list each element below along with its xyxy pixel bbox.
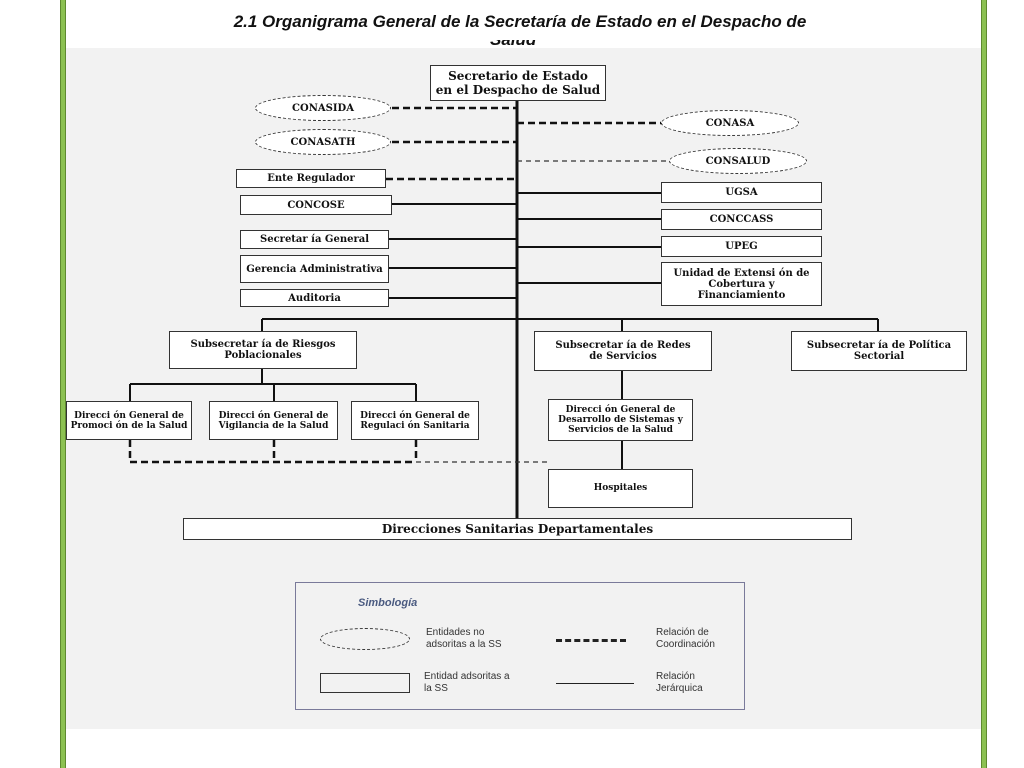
coordination-lines xyxy=(386,106,662,181)
concose-box: CONCOSE xyxy=(240,195,392,215)
legend-box: Simbología Entidades no adsoritas a la S… xyxy=(295,582,745,710)
direccion-desarrollo-box: Direcci ón General de Desarrollo de Sist… xyxy=(548,399,693,441)
secretaria-general-box: Secretar ía General xyxy=(240,230,389,249)
unidad-extension-box: Unidad de Extensi ón de Cobertura y Fina… xyxy=(661,262,822,306)
solid-line-symbol-icon xyxy=(556,683,634,684)
conasida-oval: CONASIDA xyxy=(255,95,391,121)
right-staff-lines xyxy=(517,192,661,284)
ugsa-box: UGSA xyxy=(661,182,822,203)
conasath-oval: CONASATH xyxy=(255,129,391,155)
dashed-line-symbol-icon xyxy=(556,639,626,642)
subsecretaria-politica-box: Subsecretar ía de Política Sectorial xyxy=(791,331,967,371)
legend-title: Simbología xyxy=(358,597,418,609)
page-title-overflow-text: Salud xyxy=(490,40,560,48)
direcciones-sanitarias-box: Direcciones Sanitarias Departamentales xyxy=(183,518,852,540)
oval-symbol-icon xyxy=(320,628,410,650)
direccion-promocion-box: Direcci ón General de Promoci ón de la S… xyxy=(66,401,192,440)
ente-regulador-box: Ente Regulador xyxy=(236,169,386,188)
rectangle-symbol-icon xyxy=(320,673,410,693)
secretario-de-estado-box: Secretario de Estado en el Despacho de S… xyxy=(430,65,606,101)
left-page-border xyxy=(60,0,66,768)
direccion-regulacion-box: Direcci ón General de Regulaci ón Sanita… xyxy=(351,401,479,440)
auditoria-box: Auditoria xyxy=(240,289,389,307)
legend-solid-label: Relación Jerárquica xyxy=(656,671,703,694)
right-page-border xyxy=(981,0,987,768)
subsecretaria-riesgos-box: Subsecretar ía de Riesgos Poblacionales xyxy=(169,331,357,369)
riesgos-branch-lines xyxy=(129,369,417,401)
subsecretaria-redes-box: Subsecretar ía de Redes de Servicios xyxy=(534,331,712,371)
gerencia-administrativa-box: Gerencia Administrativa xyxy=(240,255,389,283)
page-title-overflow: Salud xyxy=(490,40,560,49)
conccass-box: CONCCASS xyxy=(661,209,822,230)
left-staff-lines xyxy=(389,203,517,299)
conasa-oval: CONASA xyxy=(661,110,799,136)
page-title: 2.1 Organigrama General de la Secretaría… xyxy=(233,12,807,31)
subsecretarias-bus xyxy=(261,318,879,331)
legend-dashed-label: Relación de Coordinación xyxy=(656,627,715,650)
direccion-vigilancia-box: Direcci ón General de Vigilancia de la S… xyxy=(209,401,338,440)
legend-oval-label: Entidades no adsoritas a la SS xyxy=(426,627,502,650)
upeg-box: UPEG xyxy=(661,236,822,257)
legend-rect-label: Entidad adsoritas a la SS xyxy=(424,671,510,694)
hospitales-box: Hospitales xyxy=(548,469,693,508)
consalud-oval: CONSALUD xyxy=(669,148,807,174)
direcciones-coordination-lines xyxy=(128,440,418,464)
